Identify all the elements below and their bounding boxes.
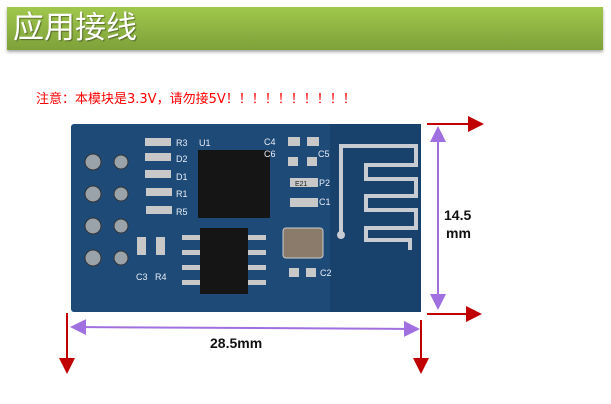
width-dimension-line (70, 319, 420, 337)
label-r4: R4 (155, 272, 167, 282)
section-header-banner: 应用接线 (7, 7, 603, 50)
label-d2: D2 (176, 154, 188, 164)
label-c1: C1 (319, 197, 331, 207)
voltage-warning: 注意：本模块是3.3V，请勿接5V！！！！！！！！！！ (36, 92, 356, 107)
esp8266-chip (198, 150, 270, 218)
label-d1: D1 (176, 172, 188, 182)
flash-chip (200, 228, 248, 294)
width-value: 28.5mm (210, 335, 262, 351)
section-title: 应用接线 (13, 10, 137, 46)
esp-module-photo: R3 U1 D2 D1 R1 R5 C4 C6 C5 P2 C1 C2 C3 R… (71, 124, 421, 312)
label-u1: U1 (199, 138, 211, 148)
label-c6: C6 (264, 149, 276, 159)
label-c2: C2 (320, 268, 332, 278)
label-r1: R1 (176, 189, 188, 199)
label-c4: C4 (264, 137, 276, 147)
height-value: 14.5 (444, 207, 471, 223)
label-r3: R3 (176, 138, 188, 148)
crystal (282, 227, 324, 259)
label-p2: P2 (319, 178, 330, 188)
header-pins (84, 153, 129, 267)
chip-marking: E21 (295, 181, 308, 188)
label-c3: C3 (136, 272, 148, 282)
height-unit: mm (446, 225, 471, 241)
label-c5: C5 (318, 149, 330, 159)
label-r5: R5 (176, 207, 188, 217)
